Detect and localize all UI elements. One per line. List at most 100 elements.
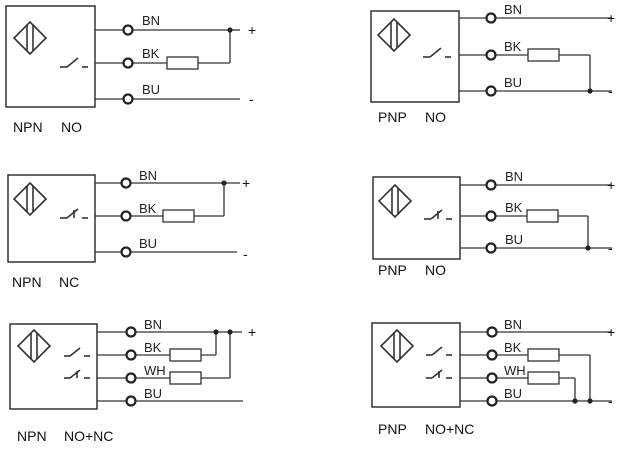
junction-dot [587,88,593,94]
load-resistor [526,209,559,223]
terminal [485,179,497,191]
nc-switch-icon [60,208,88,219]
junction-dot [227,27,233,33]
proximity-sensor-icon [12,181,48,217]
output-type-caption: NPN [13,119,43,135]
wire-label: BU [144,386,162,401]
wire-label: BN [139,168,157,183]
polarity-sign: + [607,177,615,193]
sensor-body [7,174,96,263]
wire-label: BK [139,201,157,216]
terminal [485,242,497,254]
wire-label: BN [504,2,522,17]
polarity-sign: + [607,10,615,26]
contact-mode-caption: NO [61,119,82,135]
terminal [485,85,497,97]
wire-label: BK [504,39,522,54]
terminal [120,177,132,189]
wire-label: BU [505,232,523,247]
wire-label: BK [144,340,162,355]
no-switch-icon [426,346,452,356]
load-resistor [169,371,202,385]
terminal [122,24,134,36]
diagram-pnp-no-nc: BN BK WH BU + - PNP NO+NC [371,317,615,437]
proximity-sensor-icon [16,328,52,364]
output-type-caption: PNP [378,262,407,278]
load-resistor [527,48,560,62]
sensor-body [5,5,96,108]
terminal [122,57,134,69]
no-switch-icon [64,347,90,357]
wire-label: BN [144,317,162,332]
diagram-pnp-nc: BN BK BU + - PNP NO [372,169,615,278]
polarity-sign: - [608,393,613,409]
polarity-sign: + [248,324,256,340]
terminal [485,49,497,61]
load-resistor [169,348,202,362]
junction-dot [213,329,219,335]
diagram-npn-no: BN BK BU + - NPN NO [5,5,256,135]
proximity-sensor-icon [377,183,413,219]
junction-dot [587,398,593,404]
contact-mode-caption: NO [425,262,446,278]
polarity-sign: - [243,246,248,262]
terminal [486,349,498,361]
output-type-caption: NPN [12,274,42,290]
wire-label: WH [144,363,166,378]
proximity-sensor-icon [379,328,415,364]
sensor-body [371,322,461,408]
terminal [485,12,497,24]
diagram-pnp-no: BN BK BU + - PNP NO [370,2,615,125]
wire-label: BN [142,13,160,28]
proximity-sensor-icon [12,20,48,56]
terminal [485,210,497,222]
polarity-sign: + [248,22,256,38]
contact-mode-caption: NO+NC [425,421,474,437]
proximity-sensor-icon [376,17,412,53]
sensor-body [370,10,460,103]
polarity-sign: + [242,175,250,191]
terminal [125,349,137,361]
sensor-body [372,176,461,260]
load-resistor [527,371,560,385]
terminal [125,395,137,407]
terminal [486,395,498,407]
wire-label: BN [504,317,522,332]
nc-switch-icon [426,369,452,379]
no-switch-icon [60,57,88,68]
diagram-npn-no-nc: BN BK WH BU + NPN NO+NC [9,317,256,444]
terminal [125,372,137,384]
wire-label: BK [505,200,523,215]
junction-dot [221,180,227,186]
terminal [125,326,137,338]
terminal [120,246,132,258]
diagram-npn-nc: BN BK BU + - NPN NC [7,168,250,290]
wire-label: BU [504,386,522,401]
sensor-body [9,323,98,410]
polarity-sign: - [608,83,613,99]
polarity-sign: + [607,324,615,340]
wire-label: BU [504,75,522,90]
wire-label: BK [504,340,522,355]
wire-label: BU [139,236,157,251]
load-resistor [162,209,195,223]
polarity-sign: - [249,91,254,107]
nc-switch-icon [424,209,452,220]
wire-label: BK [142,46,160,61]
wire-label: BN [505,169,523,184]
terminal [486,372,498,384]
output-type-caption: PNP [378,109,407,125]
polarity-sign: - [608,240,613,256]
output-type-caption: PNP [378,421,407,437]
terminal [122,93,134,105]
output-type-caption: NPN [17,428,47,444]
no-switch-icon [423,47,451,58]
contact-mode-caption: NO+NC [64,428,113,444]
terminal [120,210,132,222]
nc-switch-icon [64,369,90,379]
load-resistor [166,56,199,70]
wire-label: BU [142,82,160,97]
terminal [486,326,498,338]
contact-mode-caption: NC [59,274,79,290]
